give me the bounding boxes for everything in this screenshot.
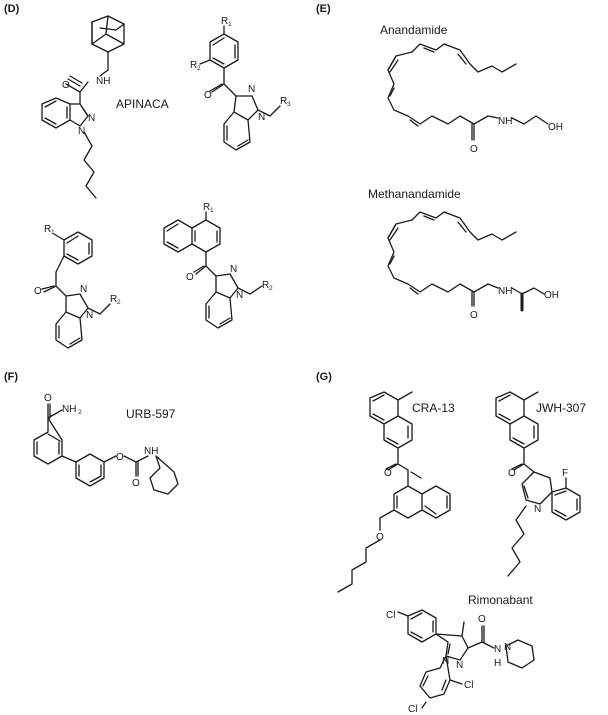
atom-o-ketone: O [204,90,212,101]
atom-n-naphthoyl-2: N [236,290,243,301]
atom-oh-methanandamide: OH [544,290,559,301]
structure-urb597: URB-597 O NH 2 O O NH [33,393,179,495]
atom-r1-benzyl: R [44,224,51,235]
panel-label-f: (F) [4,371,18,383]
label-anandamide: Anandamide [380,23,448,37]
label-apinaca: APINACA [116,97,169,111]
atom-o-cra13-ether: O [376,532,384,543]
structure-indazole-ketone-r1r2r3: R 1 R 2 O N N R 3 [190,16,291,151]
atom-o-methanandamide: O [470,310,478,321]
atom-r2-naphthoyl: R [262,280,269,291]
label-jwh307: JWH-307 [536,401,586,415]
atom-n-rimonabant-pip: N [504,642,511,653]
atom-r3-ketone: R [280,96,287,107]
atom-o-urb597-ester: O [116,452,124,463]
atom-nh-anandamide: NH [498,116,512,127]
atom-o-urb597-amide: O [44,393,52,404]
sub-r1-benzyl: 1 [51,229,55,236]
atom-o-jwh307: O [508,468,516,479]
atom-o-naphthoyl: O [186,272,194,283]
sub-r1-naphthoyl: 1 [210,207,214,214]
atom-o-anandamide: O [470,144,478,155]
atom-o-cra13-carbonyl: O [384,468,392,479]
structure-anandamide: Anandamide O NH OH [380,23,563,155]
panel-label-g: (G) [316,371,332,383]
structure-jwh307: JWH-307 O N F [495,391,586,577]
atom-cl-rimonabant-3: Cl [408,704,417,715]
atom-nh2-urb597: NH [62,404,76,415]
atom-cl-rimonabant-1: Cl [386,610,395,621]
atom-n-naphthoyl-1: N [230,264,237,275]
atom-r1-ketone: R [221,16,228,27]
atom-oh-anandamide: OH [548,122,563,133]
structure-rimonabant: Rimonabant Cl O N H N N N Cl Cl [386,593,535,715]
label-rimonabant: Rimonabant [468,593,533,607]
atom-cl-rimonabant-2: Cl [464,680,473,691]
atom-nh-urb597: NH [144,446,158,457]
sub-r2-ketone: 2 [197,65,201,72]
atom-nh-methanandamide: NH [498,286,512,297]
atom-n-jwh307: N [534,504,541,515]
atom-o-benzyl: O [34,286,42,297]
sub-r2-benzyl: 2 [117,299,121,306]
structure-cra13: CRA-13 O O [337,391,455,593]
atom-n-ketone-1: N [248,84,255,95]
atom-f-jwh307: F [562,468,568,479]
panel-label-d: (D) [4,3,20,15]
atom-o-urb597-carbonyl: O [132,478,140,489]
atom-nh-apinaca: NH [96,76,110,87]
atom-n-apinaca-1: N [88,113,95,124]
label-urb597: URB-597 [126,407,176,421]
atom-n-rimonabant-amide: N [494,644,501,655]
sub-nh2-urb597: 2 [78,409,82,416]
atom-r1-naphthoyl: R [203,202,210,213]
atom-n-ketone-2: N [258,112,265,123]
atom-n-benzyl-2: N [86,310,93,321]
atom-n-rimonabant-pyr2: N [456,660,463,671]
atom-r2-benzyl: R [110,294,117,305]
sub-r1-ketone: 1 [228,21,232,28]
structure-apinaca: O NH N N APINACA [41,15,169,199]
atom-o-apinaca: O [62,80,70,91]
structure-benzyl-indazole-ketone: R 1 O N N R 2 [34,224,121,349]
atom-n-benzyl-1: N [80,284,87,295]
structure-naphthoyl-indazole: R 1 O N N R 2 [163,202,273,329]
sub-r2-naphthoyl: 2 [269,285,273,292]
structure-methanandamide: Methanandamide O NH OH [368,187,559,321]
sub-r3-ketone: 3 [287,101,291,108]
atom-r2-ketone: R [190,60,197,71]
atom-o-rimonabant: O [478,614,486,625]
atom-h-rimonabant: H [494,658,501,669]
label-cra13: CRA-13 [412,401,455,415]
label-methanandamide: Methanandamide [368,187,461,201]
panel-label-e: (E) [316,3,331,15]
atom-n-apinaca-2: N [78,126,85,137]
atom-n-rimonabant-pyr1: N [442,656,449,667]
